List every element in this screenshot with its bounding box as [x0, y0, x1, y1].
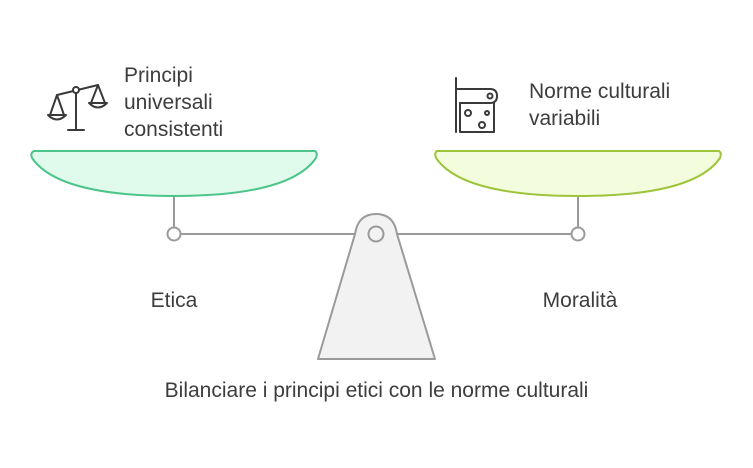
scales-icon: [47, 84, 108, 131]
left-pan-line: Principi: [124, 64, 193, 87]
right-pan-text: Norme culturali variabili: [529, 78, 739, 132]
left-joint: [166, 226, 182, 242]
center-pivot: [367, 225, 385, 243]
label-etica: Etica: [150, 289, 198, 312]
right-pan-line: Norme culturali: [529, 80, 671, 103]
fulcrum-stand: [317, 213, 436, 360]
right-joint: [570, 226, 586, 242]
left-pan-line: consistenti: [124, 118, 224, 141]
right-pan: [434, 150, 722, 197]
scroll-icon: [455, 77, 498, 133]
label-moralita: Moralità: [542, 289, 618, 312]
right-pan-line: variabili: [529, 107, 601, 130]
left-pan-text: Principi universali consistenti: [124, 62, 284, 143]
left-pan-line: universali: [124, 91, 213, 114]
left-pan: [30, 150, 318, 197]
diagram-caption: Bilanciare i principi etici con le norme…: [164, 379, 589, 402]
